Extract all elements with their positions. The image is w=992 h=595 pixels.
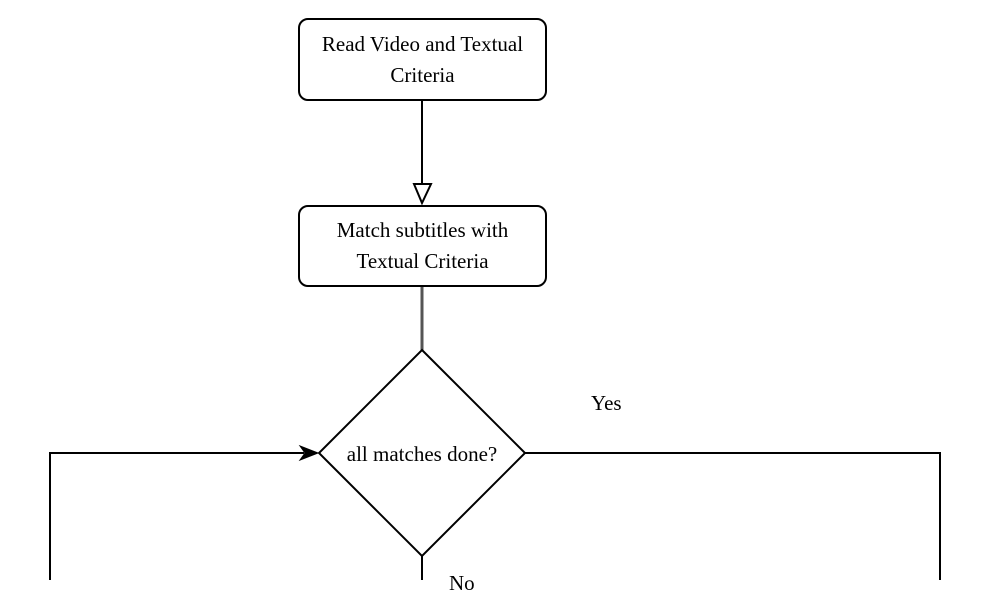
match-subtitles-node-text: Match subtitles with Textual Criteria	[337, 215, 509, 277]
arrowhead-hollow	[412, 183, 433, 206]
flowchart-canvas	[49, 101, 941, 580]
read-video-node-text: Read Video and Textual Criteria	[322, 29, 523, 91]
match-subtitles-node: Match subtitles with Textual Criteria	[298, 205, 547, 287]
edge-yes	[525, 452, 941, 580]
decision-label: all matches done?	[346, 442, 498, 466]
edge-loop-back	[49, 452, 304, 580]
read-video-node-line-2: Criteria	[390, 62, 455, 87]
read-video-node-line-1: Read Video and Textual	[321, 31, 524, 56]
read-video-node: Read Video and Textual Criteria	[298, 18, 547, 101]
match-subtitles-node-line-1: Match subtitles with	[336, 218, 509, 242]
arrowhead-solid	[298, 444, 320, 462]
match-subtitles-node-line-2: Textual Criteria	[356, 249, 489, 273]
no-edge-label: No	[449, 571, 475, 595]
yes-edge-label: Yes	[591, 391, 622, 415]
